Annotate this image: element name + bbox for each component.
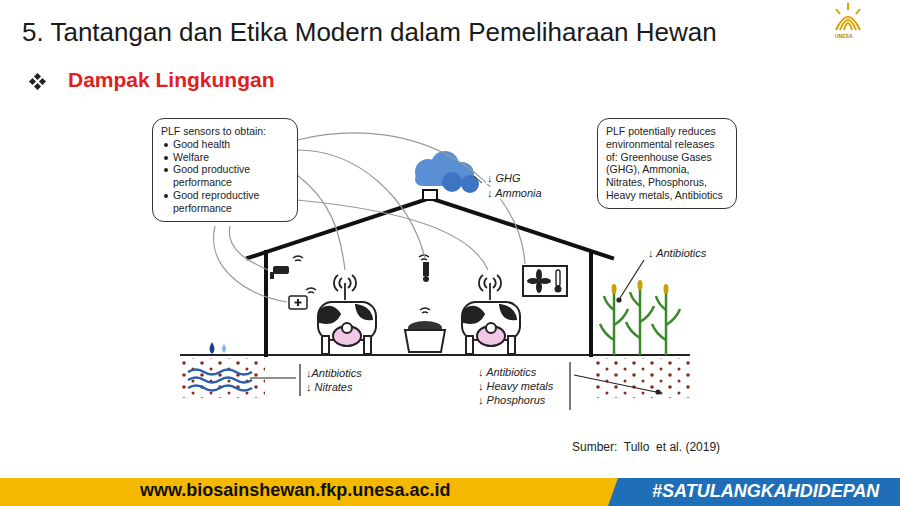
- callout-box: PLF sensors to obtain:Good healthWelfare…: [152, 118, 298, 222]
- water-drops: [210, 342, 227, 354]
- footer-bar: [0, 478, 900, 506]
- list-item: Good reproductive performance: [161, 189, 289, 215]
- corn-plants: [600, 288, 680, 355]
- effect-label: ↓ Nitrates: [305, 381, 353, 393]
- list-text: Good productive performance: [173, 163, 250, 188]
- bullet-dot: [164, 168, 168, 172]
- box-heading: PLF sensors to obtain:: [161, 125, 289, 138]
- effect-label: ↓ GHG: [486, 172, 522, 184]
- effect-label: ↓ Antibiotics: [647, 247, 707, 259]
- health-sensor: [289, 296, 307, 309]
- soil: [595, 358, 690, 398]
- effect-label: ↓Antibiotics: [305, 367, 363, 379]
- slide-title: 5. Tantangan dan Etika Modern dalam Peme…: [22, 17, 717, 48]
- antenna-sensor: [334, 275, 501, 300]
- barn: [248, 198, 612, 355]
- bullet-dot: [164, 143, 168, 147]
- list-item: Good health: [161, 138, 289, 151]
- logo: [836, 3, 860, 30]
- climate-sensor: [523, 266, 567, 296]
- effect-label: ↓ Ammonia: [486, 187, 543, 199]
- callout-box: PLF potentially reduces environmental re…: [597, 118, 737, 209]
- footer-accent: [608, 478, 900, 506]
- groundwater: [188, 370, 252, 391]
- footer-hashtag: #SATULANGKAHDIDEPAN: [652, 481, 879, 502]
- leader-line: [250, 260, 660, 410]
- bullet-dot: [164, 156, 168, 160]
- cloud: [415, 151, 479, 193]
- effect-label: ↓ Antibiotics: [477, 366, 537, 378]
- list-text: Welfare: [173, 151, 209, 163]
- effect-label: ↓ Phosphorus: [477, 394, 546, 406]
- source-note: Sumber: Tullo et al. (2019): [572, 440, 720, 454]
- effect-label: ↓ Heavy metals: [477, 380, 554, 392]
- bullet-dot: [164, 194, 168, 198]
- ceiling-sensor: [423, 262, 429, 282]
- list-item: Welfare: [161, 151, 289, 164]
- footer-url: www.biosainshewan.fkp.unesa.ac.id: [140, 480, 450, 501]
- list-item: Good productive performance: [161, 163, 289, 189]
- box-heading: PLF potentially reduces environmental re…: [606, 125, 728, 202]
- roof-vent: [423, 190, 437, 200]
- feed-trough: [405, 321, 445, 352]
- logo-text: UNESA: [835, 33, 853, 39]
- bullet-diamond: [29, 73, 46, 90]
- camera-sensor: [270, 266, 289, 279]
- corn-tassel: [612, 280, 669, 294]
- list-text: Good reproductive performance: [173, 189, 259, 214]
- list-text: Good health: [173, 138, 230, 150]
- subheading: Dampak Lingkungan: [68, 68, 275, 92]
- cow: [318, 302, 520, 354]
